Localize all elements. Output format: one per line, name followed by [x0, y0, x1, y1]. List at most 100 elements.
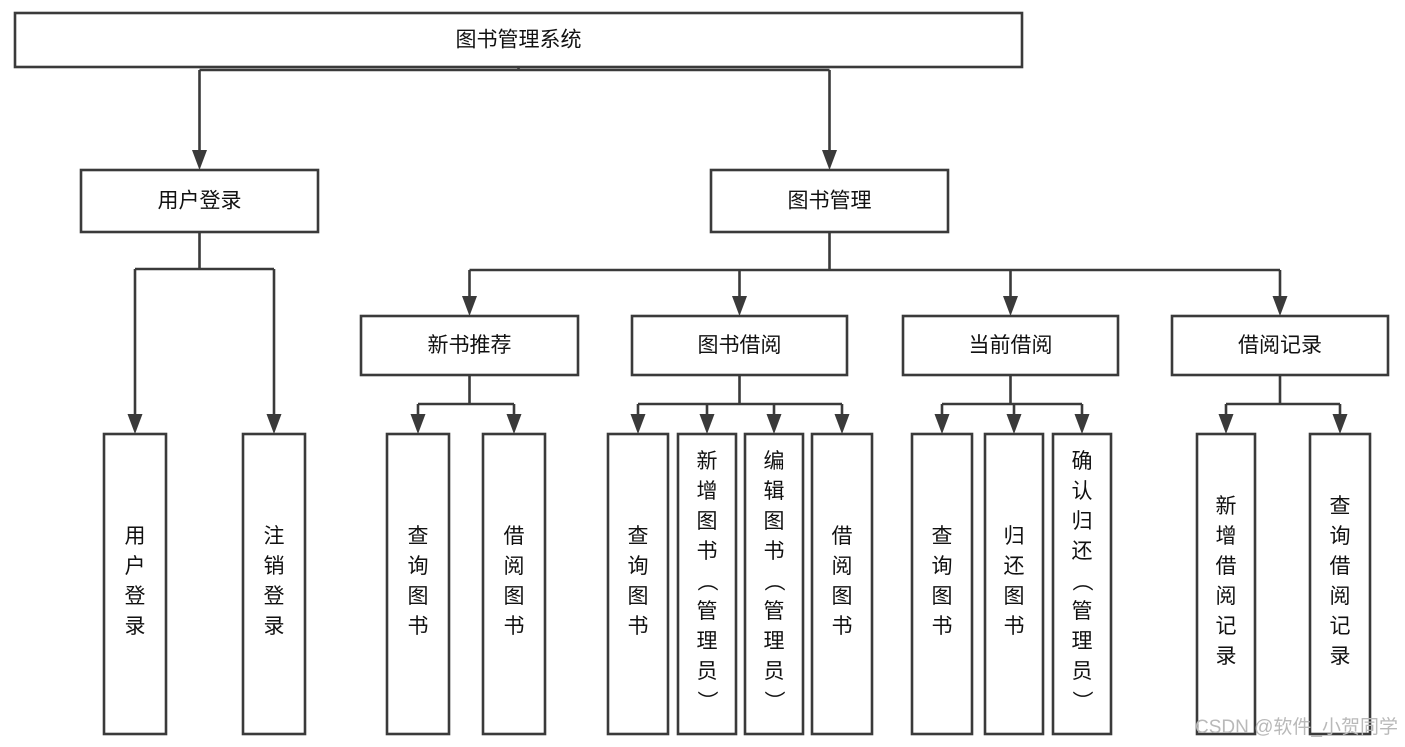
node-box[interactable] — [676, 432, 738, 736]
node-label-char: 理 — [1072, 630, 1093, 653]
node-label: 图书借阅 — [698, 334, 782, 357]
node-box[interactable] — [810, 432, 874, 736]
node-box[interactable] — [743, 432, 805, 736]
node-label-char: 查 — [408, 525, 429, 548]
node-label-char: 增 — [697, 480, 718, 503]
node-label-char: 书 — [932, 615, 953, 638]
node-box[interactable] — [606, 432, 670, 736]
node-label-char: （ — [1070, 571, 1093, 592]
node-label-char: 借 — [504, 525, 525, 548]
node-label-char: 编 — [764, 450, 785, 473]
node-box[interactable] — [241, 432, 307, 736]
connectors-layer — [127, 67, 1348, 434]
node-label: 图书管理系统 — [456, 29, 582, 52]
node-current-borrow[interactable]: 当前借阅 — [901, 314, 1120, 377]
node-label-char: 图 — [504, 585, 525, 608]
node-box[interactable] — [901, 314, 1120, 377]
arrow-head-icon — [506, 414, 522, 434]
node-label-char: ） — [1070, 691, 1093, 712]
node-box[interactable] — [709, 168, 950, 234]
node-label-char: 员 — [697, 660, 718, 683]
node-book-borrow[interactable]: 图书借阅 — [630, 314, 849, 377]
node-root[interactable]: 图书管理系统 — [13, 11, 1024, 69]
csdn-watermark: CSDN @软件_小贺同学 — [1195, 716, 1398, 738]
arrow-head-icon — [630, 414, 646, 434]
arrow-head-icon — [934, 414, 950, 434]
node-box[interactable] — [385, 432, 451, 736]
node-label-char: 认 — [1072, 480, 1093, 503]
node-label-char: 图 — [932, 585, 953, 608]
node-box[interactable] — [1195, 432, 1257, 736]
arrow-head-icon — [1074, 414, 1090, 434]
node-box[interactable] — [983, 432, 1045, 736]
node-label-char: 图 — [408, 585, 429, 608]
node-box[interactable] — [1051, 432, 1113, 736]
node-label-char: 用 — [125, 525, 146, 548]
node-label-char: ） — [762, 691, 785, 712]
node-box[interactable] — [910, 432, 974, 736]
node-label-char: 查 — [628, 525, 649, 548]
node-label-char: 管 — [1072, 600, 1093, 623]
node-label-char: 归 — [1072, 510, 1093, 533]
node-label-char: 阅 — [1216, 585, 1237, 608]
node-label-char: 询 — [408, 555, 429, 578]
node-label-char: 销 — [264, 555, 285, 578]
arrow-head-icon — [192, 150, 207, 170]
arrow-head-icon — [1006, 414, 1022, 434]
node-label-char: 图 — [764, 510, 785, 533]
arrow-head-icon — [1332, 414, 1348, 434]
node-label-char: 借 — [1330, 555, 1351, 578]
node-box[interactable] — [359, 314, 580, 377]
arrow-head-icon — [699, 414, 715, 434]
node-box[interactable] — [1170, 314, 1390, 377]
node-label-char: 录 — [125, 615, 146, 638]
nodes-layer: 图书管理系统用户登录用户登录注销登录图书管理新书推荐查询图书借阅图书图书借阅查询… — [13, 11, 1390, 736]
node-label: 借阅记录 — [1238, 334, 1322, 357]
node-user-login[interactable]: 用户登录 — [79, 168, 320, 234]
node-borrow-records[interactable]: 借阅记录 — [1170, 314, 1390, 377]
node-book-management[interactable]: 图书管理 — [709, 168, 950, 234]
arrow-head-icon — [1003, 296, 1018, 316]
node-user-login-do[interactable]: 用户登录 — [102, 432, 168, 736]
node-box[interactable] — [1308, 432, 1372, 736]
node-label-char: 询 — [628, 555, 649, 578]
node-box[interactable] — [79, 168, 320, 234]
node-label-char: 书 — [764, 540, 785, 563]
node-box[interactable] — [102, 432, 168, 736]
node-label-char: 新 — [1216, 495, 1237, 518]
node-label-char: 还 — [1004, 555, 1025, 578]
node-label-char: 书 — [832, 615, 853, 638]
node-label-char: 询 — [932, 555, 953, 578]
arrow-head-icon — [410, 414, 426, 434]
node-box[interactable] — [630, 314, 849, 377]
arrow-head-icon — [127, 414, 143, 434]
node-box[interactable] — [481, 432, 547, 736]
node-box[interactable] — [13, 11, 1024, 69]
node-label-char: ） — [695, 691, 718, 712]
node-label-char: 登 — [125, 585, 146, 608]
node-label-char: 阅 — [832, 555, 853, 578]
node-label: 图书管理 — [788, 190, 872, 213]
node-label-char: 查 — [932, 525, 953, 548]
node-label-char: 录 — [264, 615, 285, 638]
node-label-char: 确 — [1072, 450, 1093, 473]
node-label-char: 注 — [264, 525, 285, 548]
arrow-head-icon — [1218, 414, 1234, 434]
node-label-char: 询 — [1330, 525, 1351, 548]
node-new-book-recommend[interactable]: 新书推荐 — [359, 314, 580, 377]
node-label-char: 书 — [504, 615, 525, 638]
